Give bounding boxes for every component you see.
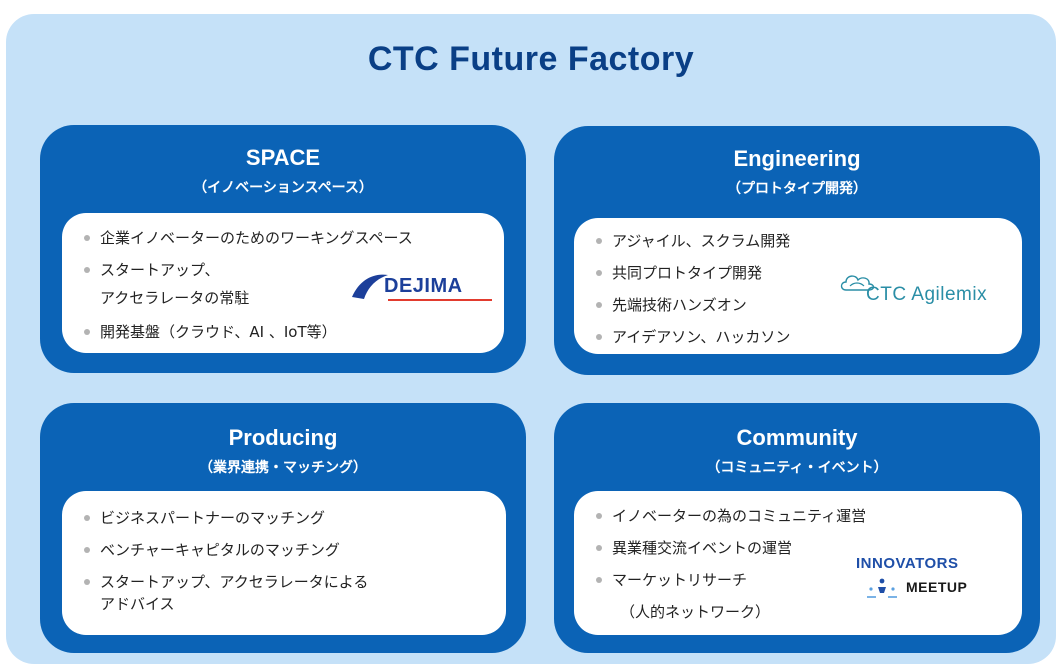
panel-space: SPACE （イノベーションスペース） 企業イノベーターのためのワーキングスペー…: [40, 125, 526, 373]
people-icon: [867, 578, 897, 598]
panel-subtitle: （イノベーションスペース）: [193, 180, 373, 196]
panel-card: イノベーターの為のコミュニティ運営 異業種交流イベントの運営 マーケットリサーチ…: [574, 491, 1022, 635]
innovators-meetup-logo: INNOVATORS MEETUP: [856, 555, 1006, 601]
panel-title: Community: [736, 425, 858, 450]
main-title: CTC Future Factory: [367, 40, 695, 78]
dejima-logo: DEJIMA: [350, 267, 500, 307]
panel-subtitle: （コミュニティ・イベント）: [706, 460, 888, 476]
panel-title: Engineering: [733, 146, 861, 171]
cloud-icon: [840, 275, 875, 291]
bullet-dot: [84, 235, 90, 241]
bullet-dot: [596, 302, 602, 308]
panel-title: SPACE: [245, 145, 321, 170]
panel-card: ビジネスパートナーのマッチング ベンチャーキャピタルのマッチング スタートアップ…: [62, 491, 506, 635]
panel-title: Producing: [228, 425, 338, 450]
bullet-dot: [84, 515, 90, 521]
panel-card: アジャイル、スクラム開発 共同プロトタイプ開発 先端技術ハンズオン アイデアソン…: [574, 218, 1022, 354]
bullet-dot: [596, 334, 602, 340]
bullet-dot: [84, 267, 90, 273]
panel-community: Community （コミュニティ・イベント） イノベーターの為のコミュニティ運…: [554, 403, 1040, 653]
panel-producing: Producing （業界連携・マッチング） ビジネスパートナーのマッチング ベ…: [40, 403, 526, 653]
bullet-dot: [84, 547, 90, 553]
panel-card: 企業イノベーターのためのワーキングスペース スタートアップ、アクセラレータの常駐…: [62, 213, 504, 353]
panel-subtitle: （プロトタイプ開発）: [727, 181, 867, 197]
dejima-swoosh-icon: [352, 274, 388, 299]
bullet-dot: [84, 579, 90, 585]
dejima-underline: [388, 299, 492, 301]
ctc-agilemix-logo: CTC Agilemix: [838, 270, 1018, 314]
panel-subtitle: （業界連携・マッチング）: [199, 460, 367, 476]
bullet-dot: [596, 513, 602, 519]
bullet-dot: [84, 329, 90, 335]
bullet-dot: [596, 577, 602, 583]
bullet-dot: [596, 545, 602, 551]
bullet-dot: [596, 238, 602, 244]
bullet-dot: [596, 270, 602, 276]
panel-engineering: Engineering （プロトタイプ開発） アジャイル、スクラム開発 共同プロ…: [554, 126, 1040, 375]
